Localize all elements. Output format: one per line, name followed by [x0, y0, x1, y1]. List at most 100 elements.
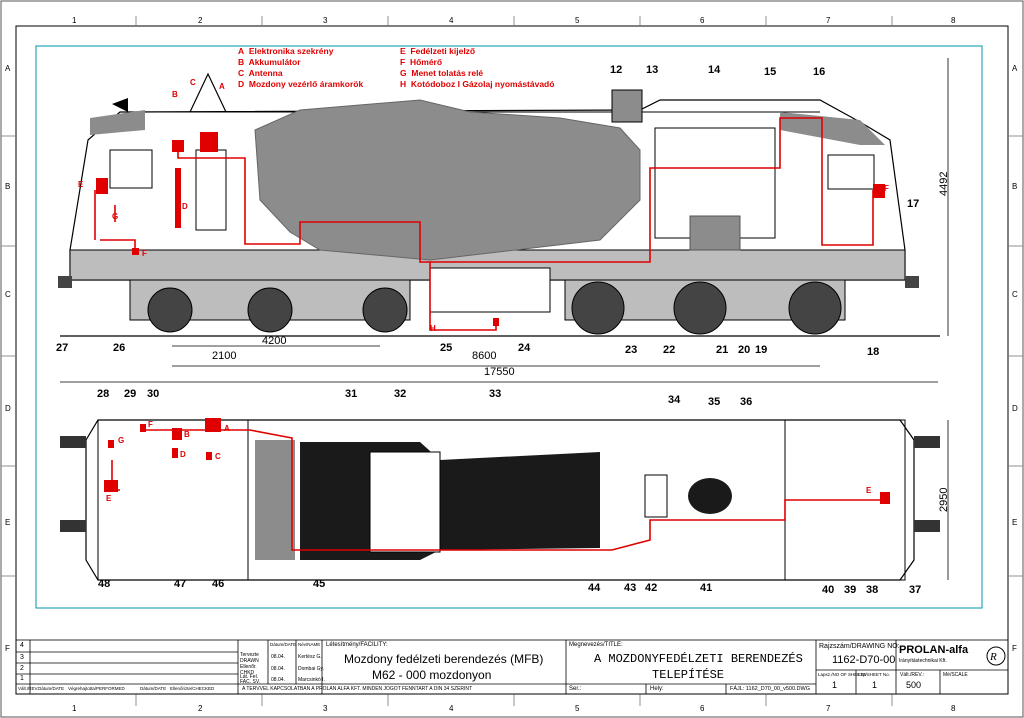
rev-label: Vált./REV.: — [900, 672, 924, 678]
sign-role: Tervezte DRAWN — [240, 652, 259, 664]
callout-number: 40 — [822, 584, 835, 596]
marker-box-B — [172, 140, 184, 152]
marker-box-F-left — [132, 248, 139, 255]
drawing-title-line1: A MOZDONYFEDÉLZETI BERENDEZÉS — [594, 652, 803, 666]
marker-box-E — [96, 178, 108, 194]
wheel — [247, 287, 293, 333]
rev-row-label: 2 — [20, 665, 24, 672]
grid-row-label: C — [5, 290, 11, 299]
rev-row-label: 3 — [20, 654, 24, 661]
callout-number: 36 — [740, 396, 753, 408]
grid-col-label: 2 — [198, 704, 203, 713]
top-marker-A — [205, 418, 221, 432]
gear-top — [644, 474, 668, 518]
wheel — [147, 287, 193, 333]
legend-item: F Hőmérő — [400, 57, 443, 67]
callout-number: 29 — [124, 388, 137, 400]
callout-number: 13 — [646, 64, 659, 76]
marker-label-E: E — [78, 180, 84, 189]
sign-name: Marcsinkó I. — [298, 677, 325, 683]
callout-number: 26 — [113, 342, 126, 354]
rev-row-label: 4 — [20, 642, 24, 649]
marker-label-D: D — [182, 202, 188, 211]
title-label: Megnevezés/TITLE: — [569, 642, 623, 648]
sheet-label: Lap/SHEET No. — [858, 672, 890, 677]
drawing-frame — [35, 45, 983, 609]
callout-number: 25 — [440, 342, 453, 354]
facility-line2: M62 - 000 mozdonyon — [372, 668, 492, 682]
grid-col-label: 5 — [575, 704, 580, 713]
ser-label: Ser.: — [569, 686, 582, 692]
horn-icon — [112, 98, 128, 112]
cab-window-right — [827, 154, 875, 190]
top-view — [60, 418, 940, 581]
buffer-top-left — [60, 436, 86, 532]
facility-line1: Mozdony fedélzeti berendezés (MFB) — [344, 652, 544, 666]
top-marker-B — [172, 428, 182, 440]
top-marker-label-C: C — [215, 452, 221, 461]
dimension-2100: 2100 — [212, 350, 237, 362]
fan-top — [688, 478, 732, 514]
grid-row-label: C — [1012, 290, 1018, 299]
company-logo-icon — [986, 646, 1006, 666]
callout-number: 22 — [663, 344, 676, 356]
grid-row-label: E — [1012, 518, 1018, 527]
cab-top-left — [97, 419, 249, 581]
side-door-left — [195, 149, 227, 231]
callout-number: 19 — [755, 344, 768, 356]
marker-box-A — [200, 132, 218, 152]
engine-top — [300, 442, 600, 560]
grid-col-label: 4 — [449, 16, 454, 25]
side-view — [58, 72, 940, 337]
grid-col-label: 7 — [826, 16, 831, 25]
company-subtitle: Irányítástechnikai Kft. — [899, 658, 947, 664]
callout-number: 30 — [147, 388, 160, 400]
wheel — [788, 281, 842, 335]
wheel — [673, 281, 727, 335]
marker-box-I — [493, 318, 499, 326]
callout-number: 18 — [867, 346, 880, 358]
sign-name: Dombai Gy. — [298, 666, 325, 672]
callout-number: 28 — [97, 388, 110, 400]
rev-header: Ellenőrizte/CHECKED — [170, 686, 215, 691]
top-marker-C — [206, 452, 212, 460]
rev-header: Végrehajtotta/PERFORMED — [68, 686, 125, 691]
grid-col-label: 7 — [826, 704, 831, 713]
callout-number: 32 — [394, 388, 407, 400]
callout-number: 24 — [518, 342, 531, 354]
top-marker-F — [140, 424, 146, 432]
sheet-number: 1 — [872, 680, 878, 690]
callout-number: 39 — [844, 584, 857, 596]
grid-col-label: 1 — [72, 704, 77, 713]
sign-header: Dátum/DATE — [270, 642, 297, 647]
legend-item: B Akkumulátor — [238, 57, 301, 67]
callout-number: 15 — [764, 66, 777, 78]
marker-label-F: F — [884, 184, 889, 193]
dimension-width: 2950 — [938, 487, 950, 512]
callout-number: 42 — [645, 582, 658, 594]
cab-window-left — [109, 149, 153, 189]
grid-row-label: D — [5, 404, 11, 413]
grid-row-label: A — [5, 64, 11, 73]
company-name: PROLAN-alfa — [899, 644, 969, 656]
top-marker-label-D: D — [180, 450, 186, 459]
callout-number: 20 — [738, 344, 751, 356]
legend-left: A Elektronika szekrény B Akkumulátor C A… — [238, 46, 363, 90]
grid-row-label: D — [1012, 404, 1018, 413]
marker-label-H: H — [430, 324, 436, 333]
top-marker-label-G: G — [118, 436, 125, 445]
top-marker-E-right — [880, 492, 890, 504]
antenna-icon — [189, 72, 227, 113]
drawing-no-label: Rajzszám/DRAWING NO: — [819, 643, 900, 650]
legend-item: H Kotódoboz I Gázolaj nyomástávadó — [400, 79, 555, 89]
callout-number: 33 — [489, 388, 502, 400]
top-marker-label-E: E — [106, 494, 112, 503]
callout-number: 48 — [98, 578, 111, 590]
marker-label-A: A — [219, 82, 225, 91]
callout-number: 46 — [212, 578, 225, 590]
sign-header: Név/NAME — [298, 642, 321, 647]
grid-col-label: 2 — [198, 16, 203, 25]
file-name: FÁJL: 1162_D70_00_v500.DWG — [730, 686, 810, 692]
